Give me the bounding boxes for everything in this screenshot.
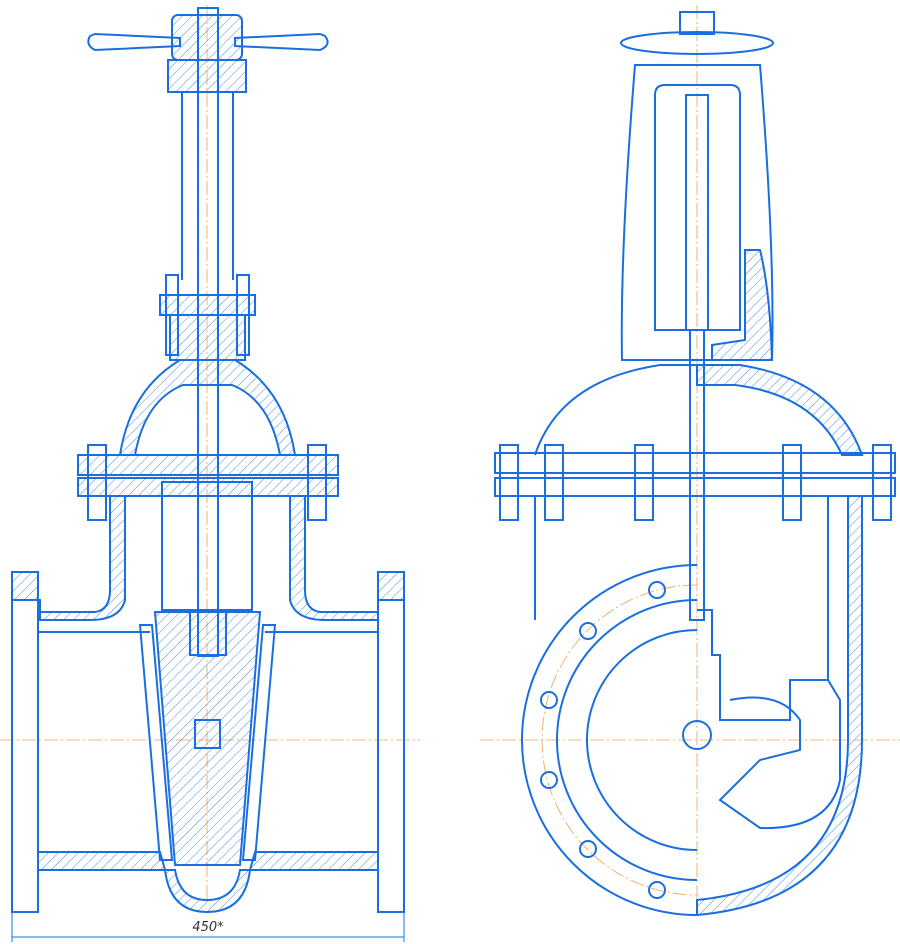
- bonnet-section: [696, 364, 864, 456]
- flange-bolt: [307, 444, 327, 521]
- wedge-slot: [194, 719, 221, 749]
- handwheel: [620, 31, 774, 55]
- bolt-circle: [541, 584, 698, 896]
- yoke-window: [654, 84, 741, 331]
- stem-head: [189, 609, 227, 656]
- bonnet-flange: [77, 454, 339, 476]
- flange-bolt-holes: [540, 581, 666, 899]
- gland-bolt: [236, 274, 250, 356]
- body-section: [696, 495, 863, 917]
- front-section-view: 450*: [0, 5, 420, 942]
- bore: [586, 629, 698, 851]
- end-flange-left: [11, 571, 39, 913]
- gland-bolt: [165, 274, 179, 356]
- bonnet-dome: [534, 364, 697, 456]
- gland-flange: [159, 294, 256, 316]
- handwheel-hub: [171, 14, 243, 61]
- stem-nut: [167, 59, 247, 93]
- yoke-section: [711, 249, 774, 361]
- gate-wedge: [697, 609, 841, 830]
- side-view: [480, 5, 900, 917]
- bonnet: [118, 359, 297, 456]
- body-wall-left: [11, 495, 126, 621]
- stem-nut: [679, 11, 715, 35]
- body-bottom-left: [37, 851, 167, 871]
- body-flange: [494, 477, 896, 497]
- gate-wedge: [153, 611, 262, 866]
- handwheel-arm-left: [87, 32, 181, 52]
- seat-ring-left: [138, 624, 174, 861]
- gland-packing: [169, 314, 246, 361]
- flange-face: [556, 599, 698, 881]
- bonnet-flange: [494, 452, 896, 474]
- body-flange: [77, 477, 339, 497]
- flange-bolts: [499, 444, 892, 521]
- handwheel-arm-right: [234, 32, 329, 52]
- stem-lower: [689, 329, 705, 621]
- body-bottom-right: [248, 851, 379, 871]
- flange-bolt: [87, 444, 107, 521]
- wedge-center: [682, 720, 712, 750]
- end-flange-right: [377, 571, 405, 913]
- body-pocket: [163, 869, 252, 914]
- end-flange: [521, 564, 698, 916]
- dimension-label: 450*: [192, 920, 224, 935]
- seat-ring-right: [241, 624, 277, 861]
